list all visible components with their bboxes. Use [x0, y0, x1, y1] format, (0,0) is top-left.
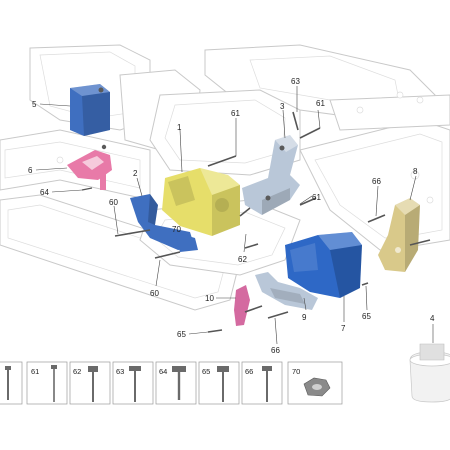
- bracket-part-2[interactable]: [130, 194, 198, 252]
- legend-cell-62: 62: [69, 361, 111, 405]
- legend-label-64: 64: [159, 367, 167, 376]
- legend-label-65: 65: [202, 367, 210, 376]
- bracket-part-3[interactable]: [242, 135, 300, 215]
- callout-8: 8: [413, 167, 418, 176]
- callout-65-left: 65: [177, 330, 186, 339]
- legend-label-63: 63: [116, 367, 124, 376]
- callout-63: 63: [291, 77, 300, 86]
- callout-64: 64: [40, 188, 49, 197]
- callout-1: 1: [177, 123, 182, 132]
- vehicle-frame: [0, 44, 450, 311]
- legend-cell-66: 66: [241, 361, 283, 405]
- cap-part-4[interactable]: [409, 343, 450, 403]
- callout-60-bottom: 60: [150, 289, 159, 298]
- legend-cell-63: 63: [112, 361, 154, 405]
- bracket-part-9[interactable]: [255, 272, 318, 310]
- fastener-legend: 61 62 63 64 65: [0, 361, 343, 405]
- callout-62: 62: [238, 255, 247, 264]
- housing-part-1[interactable]: [162, 168, 240, 236]
- legend-cell-blank: [0, 361, 23, 405]
- callout-3: 3: [280, 102, 285, 111]
- callout-5: 5: [32, 100, 37, 109]
- legend-label-70: 70: [292, 367, 300, 376]
- housing-part-7[interactable]: [285, 232, 362, 298]
- bracket-part-10[interactable]: [234, 285, 250, 326]
- callout-66-bottom: 66: [271, 346, 280, 355]
- bracket-part-6[interactable]: [67, 144, 112, 190]
- callout-61-right: 61: [316, 99, 325, 108]
- callout-61-left: 61: [231, 109, 240, 118]
- callout-61-mid: 61: [312, 193, 321, 202]
- legend-cell-65: 65: [198, 361, 240, 405]
- callout-6: 6: [28, 166, 33, 175]
- legend-cell-70: 70: [287, 361, 343, 405]
- callout-4: 4: [430, 314, 435, 323]
- callout-9: 9: [302, 313, 307, 322]
- cover-part-5[interactable]: [70, 84, 110, 136]
- callout-2: 2: [133, 169, 138, 178]
- legend-label-62: 62: [73, 367, 81, 376]
- callout-70: 70: [172, 225, 181, 234]
- callout-65-right: 65: [362, 312, 371, 321]
- leader-lines: [35, 86, 434, 345]
- callout-10: 10: [205, 294, 214, 303]
- callout-60: 60: [109, 198, 118, 207]
- legend-cell-64: 64: [155, 361, 197, 405]
- callout-numbers: 5 6 64 2 60 70 1 61 3 63 61 61 8 66 62 6…: [28, 77, 435, 355]
- legend-cell-61: 61: [26, 361, 68, 405]
- legend-label-61: 61: [31, 367, 39, 376]
- fasteners: [81, 111, 431, 333]
- bracket-part-8[interactable]: [378, 198, 420, 272]
- callout-66-top: 66: [372, 177, 381, 186]
- legend-label-66: 66: [245, 367, 253, 376]
- callout-7: 7: [341, 324, 346, 333]
